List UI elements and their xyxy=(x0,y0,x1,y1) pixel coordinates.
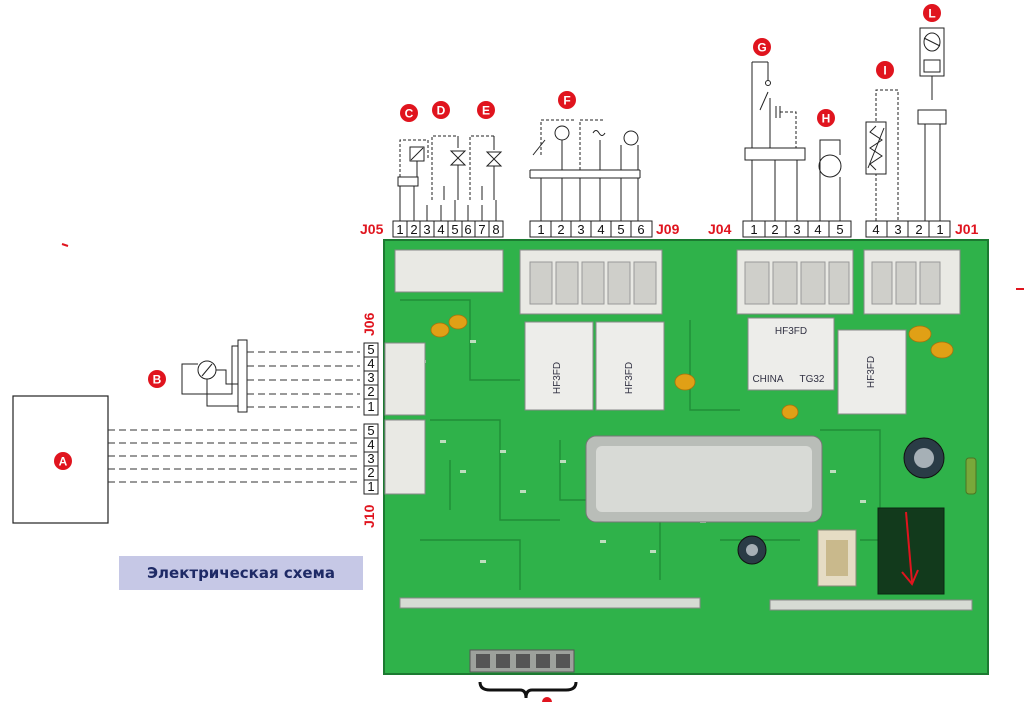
svg-text:7: 7 xyxy=(478,222,485,237)
svg-text:3: 3 xyxy=(894,222,901,237)
component-b-symbol xyxy=(181,339,248,413)
j04-label: J04 xyxy=(708,221,732,237)
svg-text:1: 1 xyxy=(537,222,544,237)
svg-text:8: 8 xyxy=(492,222,499,237)
j06-label: J06 xyxy=(361,312,377,336)
svg-text:3: 3 xyxy=(367,370,374,385)
board-connector-j05 xyxy=(394,249,504,293)
svg-text:4: 4 xyxy=(814,222,821,237)
svg-text:1: 1 xyxy=(396,222,403,237)
svg-text:4: 4 xyxy=(367,437,374,452)
component-l-symbol xyxy=(917,27,947,221)
svg-text:2: 2 xyxy=(367,465,374,480)
svg-text:4: 4 xyxy=(872,222,879,237)
svg-text:4: 4 xyxy=(367,356,374,371)
svg-text:E: E xyxy=(482,104,490,118)
bottom-bracket xyxy=(478,681,578,699)
svg-text:2: 2 xyxy=(771,222,778,237)
svg-text:5: 5 xyxy=(617,222,624,237)
j09-pin-strip: 1 2 3 4 5 6 xyxy=(529,220,653,238)
board-connector-j06 xyxy=(384,342,426,416)
svg-text:5: 5 xyxy=(836,222,843,237)
svg-text:CHINA: CHINA xyxy=(752,374,783,385)
svg-text:4: 4 xyxy=(597,222,604,237)
svg-text:D: D xyxy=(437,104,446,118)
svg-text:4: 4 xyxy=(437,222,444,237)
component-h-badge: H xyxy=(817,109,835,127)
svg-text:2: 2 xyxy=(410,222,417,237)
svg-text:5: 5 xyxy=(367,423,374,438)
component-d-badge: D xyxy=(432,101,450,119)
svg-text:TG32: TG32 xyxy=(799,374,824,385)
svg-text:C: C xyxy=(405,107,414,121)
component-e-symbol xyxy=(469,135,503,200)
relay-4: HF3FD xyxy=(837,329,907,415)
svg-text:HF3FD: HF3FD xyxy=(624,362,635,394)
svg-text:HF3FD: HF3FD xyxy=(775,326,807,337)
component-b-badge: B xyxy=(148,370,166,388)
board-connector-j10 xyxy=(384,419,426,495)
component-f-badge: F xyxy=(558,91,576,109)
wires-a-to-j10 xyxy=(108,429,360,483)
j09-label: J09 xyxy=(656,221,680,237)
bottom-button-row xyxy=(469,649,575,673)
svg-text:2: 2 xyxy=(915,222,922,237)
svg-text:L: L xyxy=(928,7,935,21)
component-h-symbol xyxy=(818,139,842,221)
j01-label: J01 xyxy=(955,221,979,237)
component-g-badge: G xyxy=(753,38,771,56)
svg-text:1: 1 xyxy=(367,479,374,494)
component-i-symbol xyxy=(865,89,899,221)
svg-text:3: 3 xyxy=(577,222,584,237)
j10-pin-strip: 5 4 3 2 1 xyxy=(363,423,379,495)
svg-text:I: I xyxy=(883,64,886,78)
svg-text:5: 5 xyxy=(367,342,374,357)
diagram-caption: Электрическая схема xyxy=(119,556,363,590)
svg-text:HF3FD: HF3FD xyxy=(552,362,563,394)
component-l-badge: L xyxy=(923,4,941,22)
pcb-board: HF3FD HF3FD HF3FD CHINA TG32 HF3FD xyxy=(383,239,989,675)
component-c-symbol xyxy=(397,139,429,200)
svg-text:6: 6 xyxy=(464,222,471,237)
svg-text:5: 5 xyxy=(451,222,458,237)
svg-text:H: H xyxy=(822,112,831,126)
component-e-badge: E xyxy=(477,101,495,119)
component-c-badge: C xyxy=(400,104,418,122)
component-d-symbol xyxy=(431,135,467,200)
component-f-symbol xyxy=(529,119,641,221)
component-i-badge: I xyxy=(876,61,894,79)
bottom-marker xyxy=(542,697,552,702)
svg-text:F: F xyxy=(563,94,570,108)
svg-text:B: B xyxy=(153,373,162,387)
svg-text:2: 2 xyxy=(557,222,564,237)
wires-b-to-j06 xyxy=(247,351,360,408)
relay-2: HF3FD xyxy=(595,321,665,411)
svg-text:1: 1 xyxy=(367,399,374,414)
j06-pin-strip: 5 4 3 2 1 xyxy=(363,342,379,416)
relay-3: HF3FD CHINA TG32 xyxy=(747,317,835,391)
j01-pin-strip: 4 3 2 1 xyxy=(865,220,951,238)
j05-pin-strip: 1 2 3 4 5 6 7 8 xyxy=(392,200,504,238)
svg-text:HF3FD: HF3FD xyxy=(866,356,877,388)
j04-pin-strip: 1 2 3 4 5 xyxy=(742,220,852,238)
svg-text:3: 3 xyxy=(367,451,374,466)
svg-text:6: 6 xyxy=(637,222,644,237)
svg-text:2: 2 xyxy=(367,384,374,399)
j05-label: J05 xyxy=(360,221,384,237)
svg-text:1: 1 xyxy=(750,222,757,237)
svg-text:G: G xyxy=(757,41,766,55)
red-mark-left xyxy=(61,243,69,247)
svg-text:3: 3 xyxy=(793,222,800,237)
component-a-badge: A xyxy=(54,452,72,470)
svg-text:A: A xyxy=(59,455,68,469)
relay-1: HF3FD xyxy=(524,321,594,411)
component-g-symbol xyxy=(744,61,806,221)
svg-text:1: 1 xyxy=(936,222,943,237)
j10-label: J10 xyxy=(361,504,377,528)
svg-text:3: 3 xyxy=(423,222,430,237)
